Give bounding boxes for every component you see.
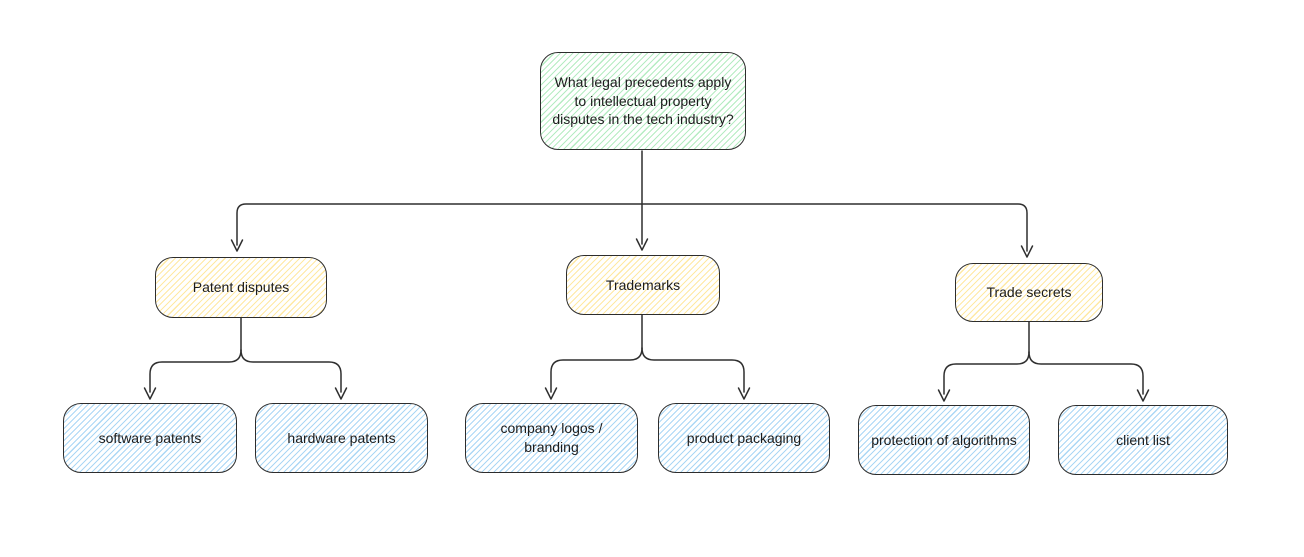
node-software-patents[interactable]: software patents bbox=[63, 403, 237, 473]
node-product-packaging[interactable]: product packaging bbox=[658, 403, 830, 473]
arrowhead bbox=[635, 238, 649, 251]
node-label: Trademarks bbox=[605, 276, 681, 293]
node-label: protection of algorithms bbox=[871, 431, 1017, 448]
node-trademarks[interactable]: Trademarks bbox=[566, 255, 720, 315]
arrowhead bbox=[334, 387, 348, 400]
arrowhead bbox=[1136, 389, 1150, 402]
node-client-list[interactable]: client list bbox=[1058, 405, 1228, 475]
edge-trademarks-to-logos bbox=[550, 347, 643, 393]
node-label: Trade secrets bbox=[986, 284, 1072, 301]
arrowhead bbox=[544, 387, 558, 400]
arrowhead bbox=[1020, 245, 1034, 258]
node-patent-disputes[interactable]: Patent disputes bbox=[155, 257, 327, 318]
edge-patent-to-software bbox=[149, 349, 242, 393]
node-hardware-patents[interactable]: hardware patents bbox=[255, 403, 428, 473]
node-company-logos-branding[interactable]: company logos / branding bbox=[465, 403, 638, 473]
edge-trademarks-to-packaging bbox=[641, 347, 745, 393]
arrowhead bbox=[937, 389, 951, 402]
edge-patent-to-hardware bbox=[240, 349, 342, 393]
node-root-question[interactable]: What legal precedents apply to intellect… bbox=[540, 52, 746, 150]
node-protection-of-algorithms[interactable]: protection of algorithms bbox=[858, 405, 1030, 475]
node-label: client list bbox=[1116, 431, 1170, 448]
node-label: company logos / branding bbox=[500, 420, 603, 455]
arrowhead bbox=[230, 239, 244, 252]
node-trade-secrets[interactable]: Trade secrets bbox=[955, 263, 1103, 322]
arrowhead bbox=[737, 387, 751, 400]
node-label: What legal precedents apply to intellect… bbox=[552, 73, 734, 128]
arrowhead bbox=[143, 387, 157, 400]
node-label: Patent disputes bbox=[192, 279, 290, 296]
node-label: product packaging bbox=[686, 429, 802, 446]
node-label: software patents bbox=[98, 429, 202, 446]
edge-tradesecrets-to-clientlist bbox=[1028, 351, 1144, 395]
node-label: hardware patents bbox=[287, 429, 396, 446]
edge-root-to-trade-secrets bbox=[641, 203, 1028, 252]
edge-tradesecrets-to-algorithms bbox=[943, 351, 1030, 395]
edge-root-to-patent-disputes bbox=[236, 203, 643, 246]
